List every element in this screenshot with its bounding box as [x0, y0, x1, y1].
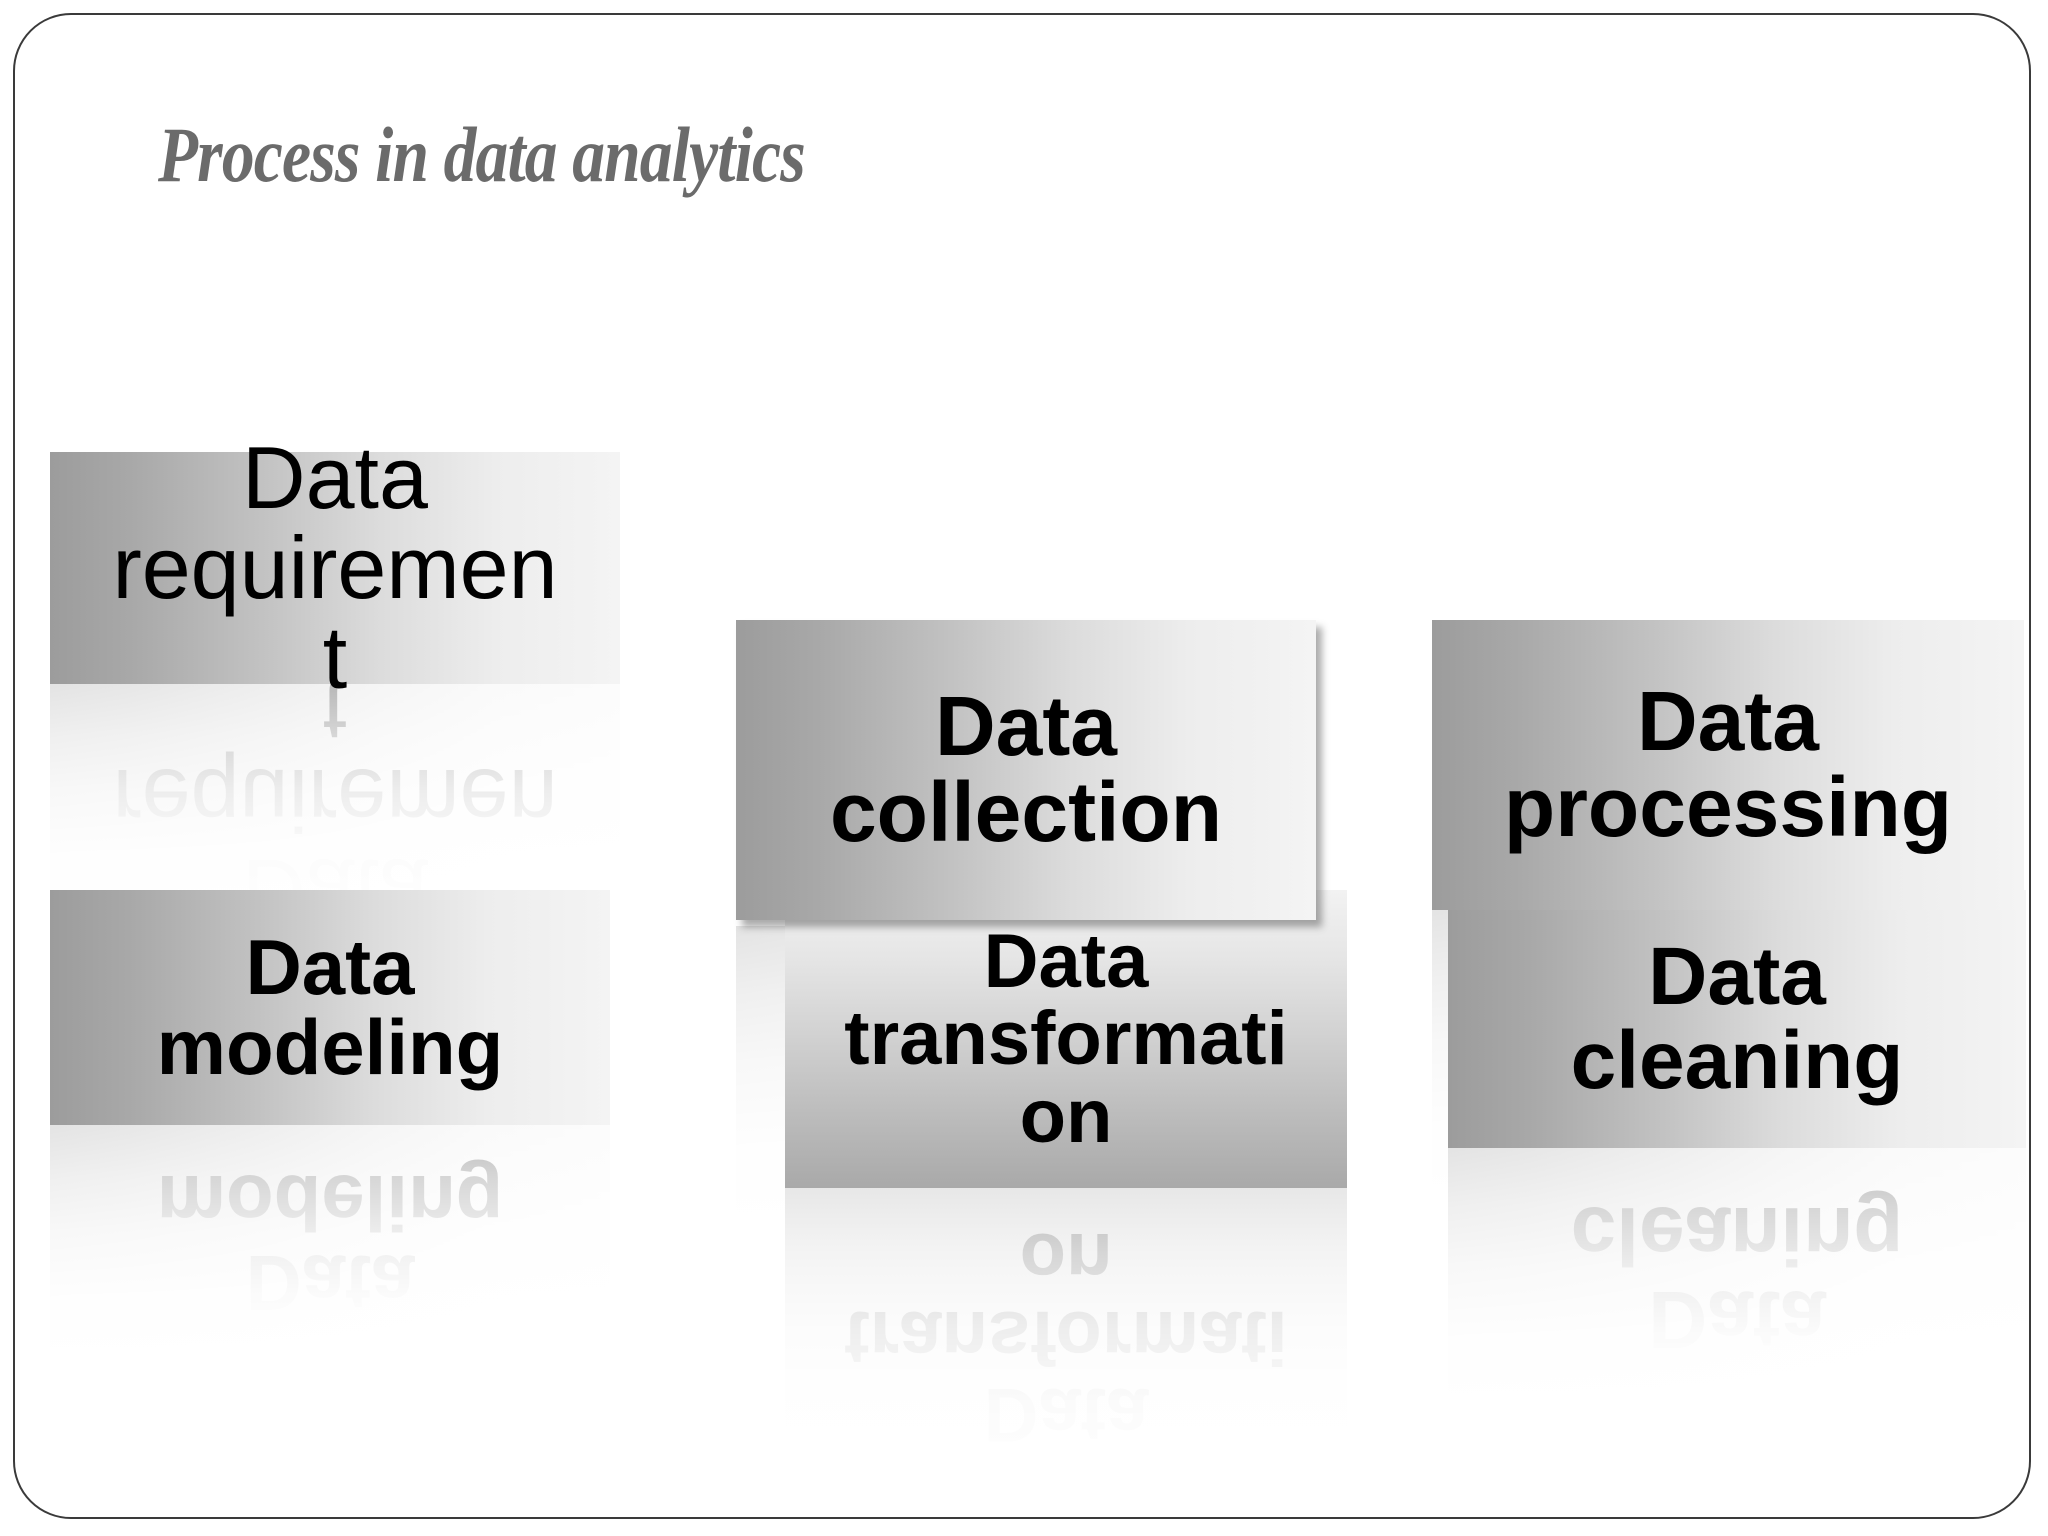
- process-box-label: Data requiremen t: [50, 433, 620, 702]
- reflection-data-transformation: Data transformati on: [785, 1188, 1347, 1486]
- reflection-data-cleaning: Data cleaning: [1448, 1148, 2026, 1406]
- process-box-label: Data cleaning: [1448, 890, 2026, 1148]
- process-box-data-cleaning[interactable]: Data cleaning: [1448, 890, 2026, 1148]
- reflection-fade-overlay: [785, 1188, 1347, 1486]
- reflection-fade-overlay: [50, 684, 620, 916]
- reflection-data-requirement: Data requiremen t: [50, 684, 620, 916]
- process-box-data-transformation[interactable]: Data transformati on: [785, 890, 1347, 1188]
- process-box-label: Data transformati on: [785, 890, 1347, 1188]
- reflection-label: Data transformati on: [785, 1188, 1347, 1486]
- process-box-data-modeling[interactable]: Data modeling: [50, 890, 610, 1125]
- reflection-data-modeling: Data modeling: [50, 1125, 610, 1360]
- reflection-label: Data modeling: [50, 1125, 610, 1360]
- reflection-fade-overlay: [1448, 1148, 2026, 1406]
- reflection-fade-overlay: [50, 1125, 610, 1360]
- process-box-data-requirement[interactable]: Data requiremen t: [50, 433, 620, 702]
- process-box-label: Data processing: [1432, 620, 2024, 910]
- process-box-data-collection[interactable]: Data collection: [736, 620, 1316, 920]
- process-box-label: Data collection: [736, 620, 1316, 920]
- reflection-label: Data requiremen t: [50, 684, 620, 916]
- process-box-data-processing[interactable]: Data processing: [1432, 620, 2024, 910]
- page-title: Process in data analytics: [158, 111, 806, 198]
- reflection-label: Data cleaning: [1448, 1148, 2026, 1406]
- process-box-label: Data modeling: [50, 890, 610, 1125]
